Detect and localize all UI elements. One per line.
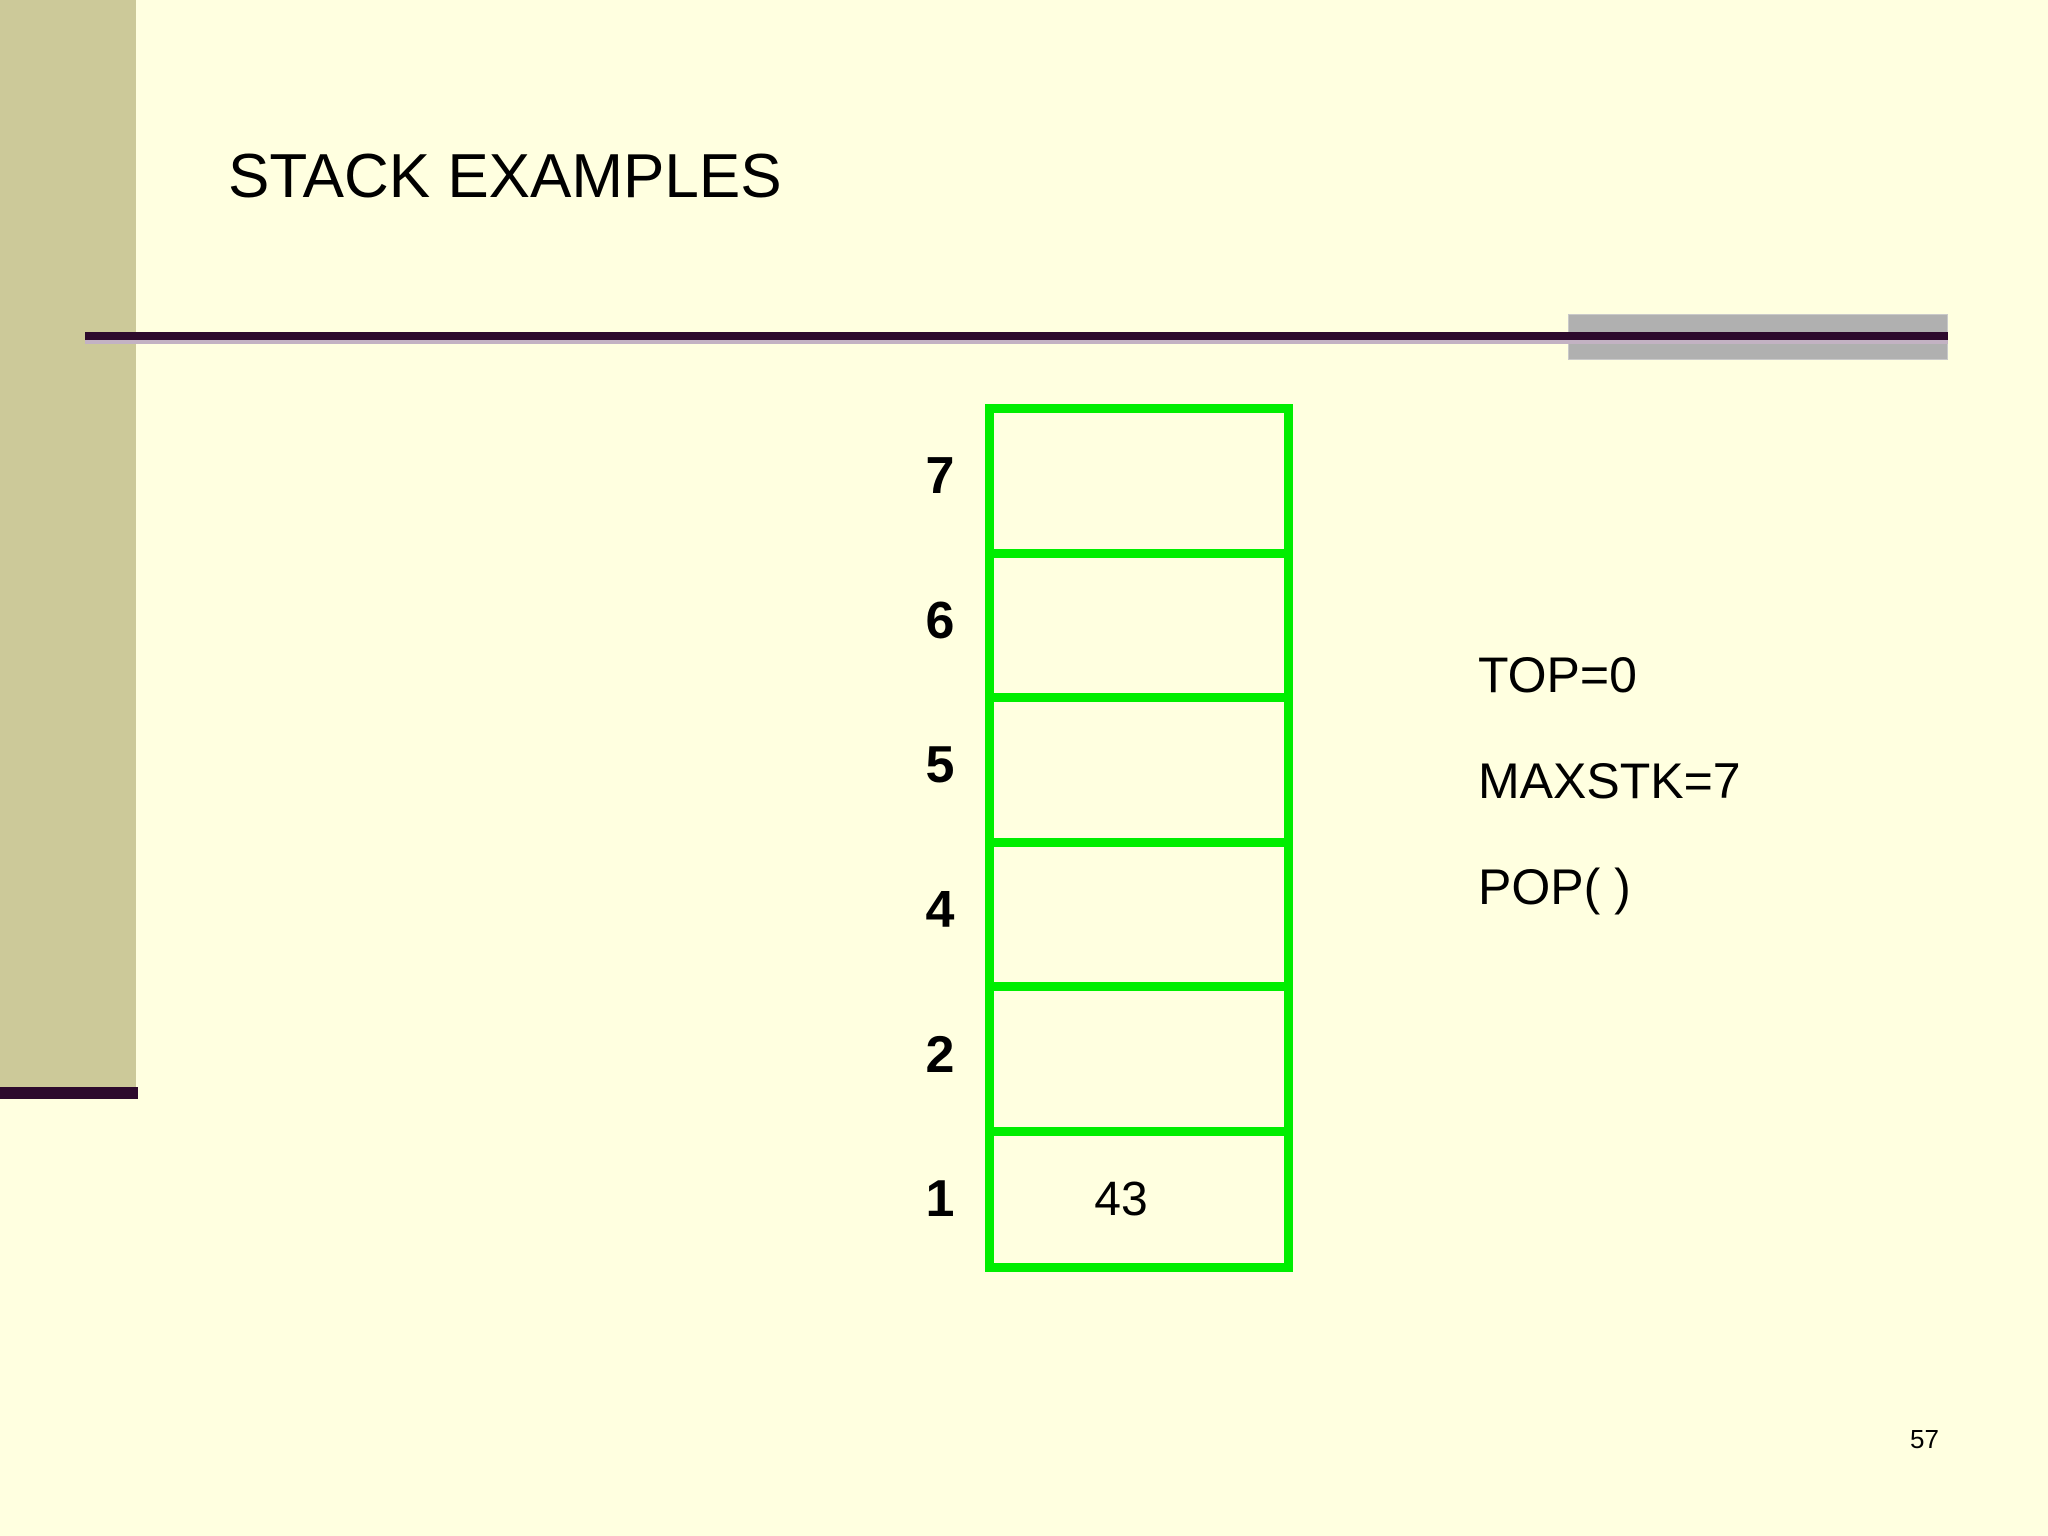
- note-pop: POP( ): [1478, 859, 1631, 915]
- stack-cell: [985, 982, 1293, 1127]
- stack-row-index: 6: [925, 591, 955, 650]
- stack-state-notes: TOP=0 MAXSTK=7 POP( ): [1478, 650, 1998, 968]
- stack-cell: [985, 404, 1293, 549]
- stack-row: 2: [895, 982, 1315, 1127]
- stack-cell: [985, 548, 1293, 694]
- stack-row-index: 5: [925, 736, 955, 795]
- stack-row: 6: [895, 548, 1315, 694]
- stack-row-index: 2: [925, 1025, 955, 1084]
- stack-cell-value: 43: [1094, 1172, 1148, 1226]
- decorative-sidebar-band: [0, 0, 136, 1087]
- stack-row: 1 43: [895, 1126, 1315, 1272]
- stack-cell: 43: [985, 1126, 1293, 1272]
- stack-row: 5: [895, 693, 1315, 838]
- stack-cell: [985, 693, 1293, 838]
- note-top: TOP=0: [1478, 647, 1637, 703]
- stack-row: 4: [895, 837, 1315, 983]
- note-maxstk: MAXSTK=7: [1478, 753, 1741, 809]
- title-divider-rule: [85, 332, 1948, 340]
- page-number: 57: [1910, 1424, 1939, 1454]
- stack-row-index: 4: [925, 881, 955, 940]
- decorative-sidebar-foot-bar: [0, 1087, 138, 1099]
- page-title: STACK EXAMPLES: [228, 142, 782, 211]
- stack-diagram: 7 6 5 4 2: [895, 404, 1315, 1272]
- stack-cell: [985, 837, 1293, 983]
- stack-row: 7: [895, 404, 1315, 549]
- title-divider-rule-highlight: [85, 340, 1948, 344]
- stack-row-index: 1: [925, 1170, 955, 1229]
- stack-row-index: 7: [925, 447, 955, 506]
